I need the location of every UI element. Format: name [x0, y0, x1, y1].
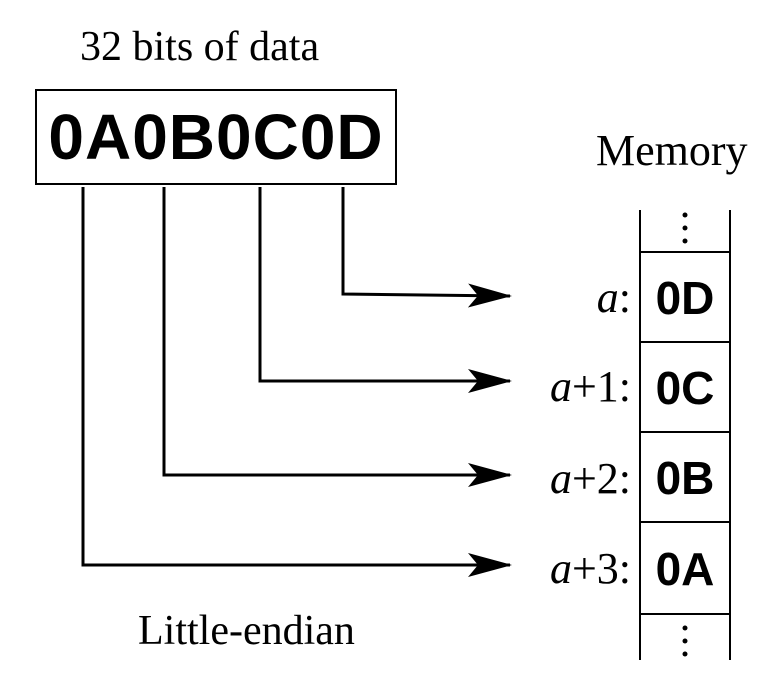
memory-title: Memory	[596, 126, 748, 175]
connector-byte-0A	[81, 187, 512, 577]
memory-ellipsis-top	[682, 212, 688, 244]
data-value: 0A0B0C0D	[48, 101, 384, 173]
memory-cell-value: 0B	[655, 452, 715, 504]
memory-cell-value: 0D	[655, 272, 715, 324]
address-label: a:	[596, 273, 631, 322]
diagram-title: 32 bits of data	[80, 24, 320, 70]
memory-cell-value: 0A	[655, 543, 715, 595]
endianness-label: Little-endian	[138, 608, 355, 654]
address-label: a+1:	[549, 362, 631, 411]
connector-byte-0D	[341, 187, 512, 308]
connector-byte-0B	[162, 187, 512, 487]
memory-cell-value: 0C	[655, 362, 715, 414]
address-label: a+3:	[549, 544, 631, 593]
address-label: a+2:	[549, 454, 631, 503]
connector-byte-0C	[258, 187, 512, 393]
data-box: 0A0B0C0D	[35, 89, 397, 185]
memory-ellipsis-bottom	[682, 625, 688, 657]
